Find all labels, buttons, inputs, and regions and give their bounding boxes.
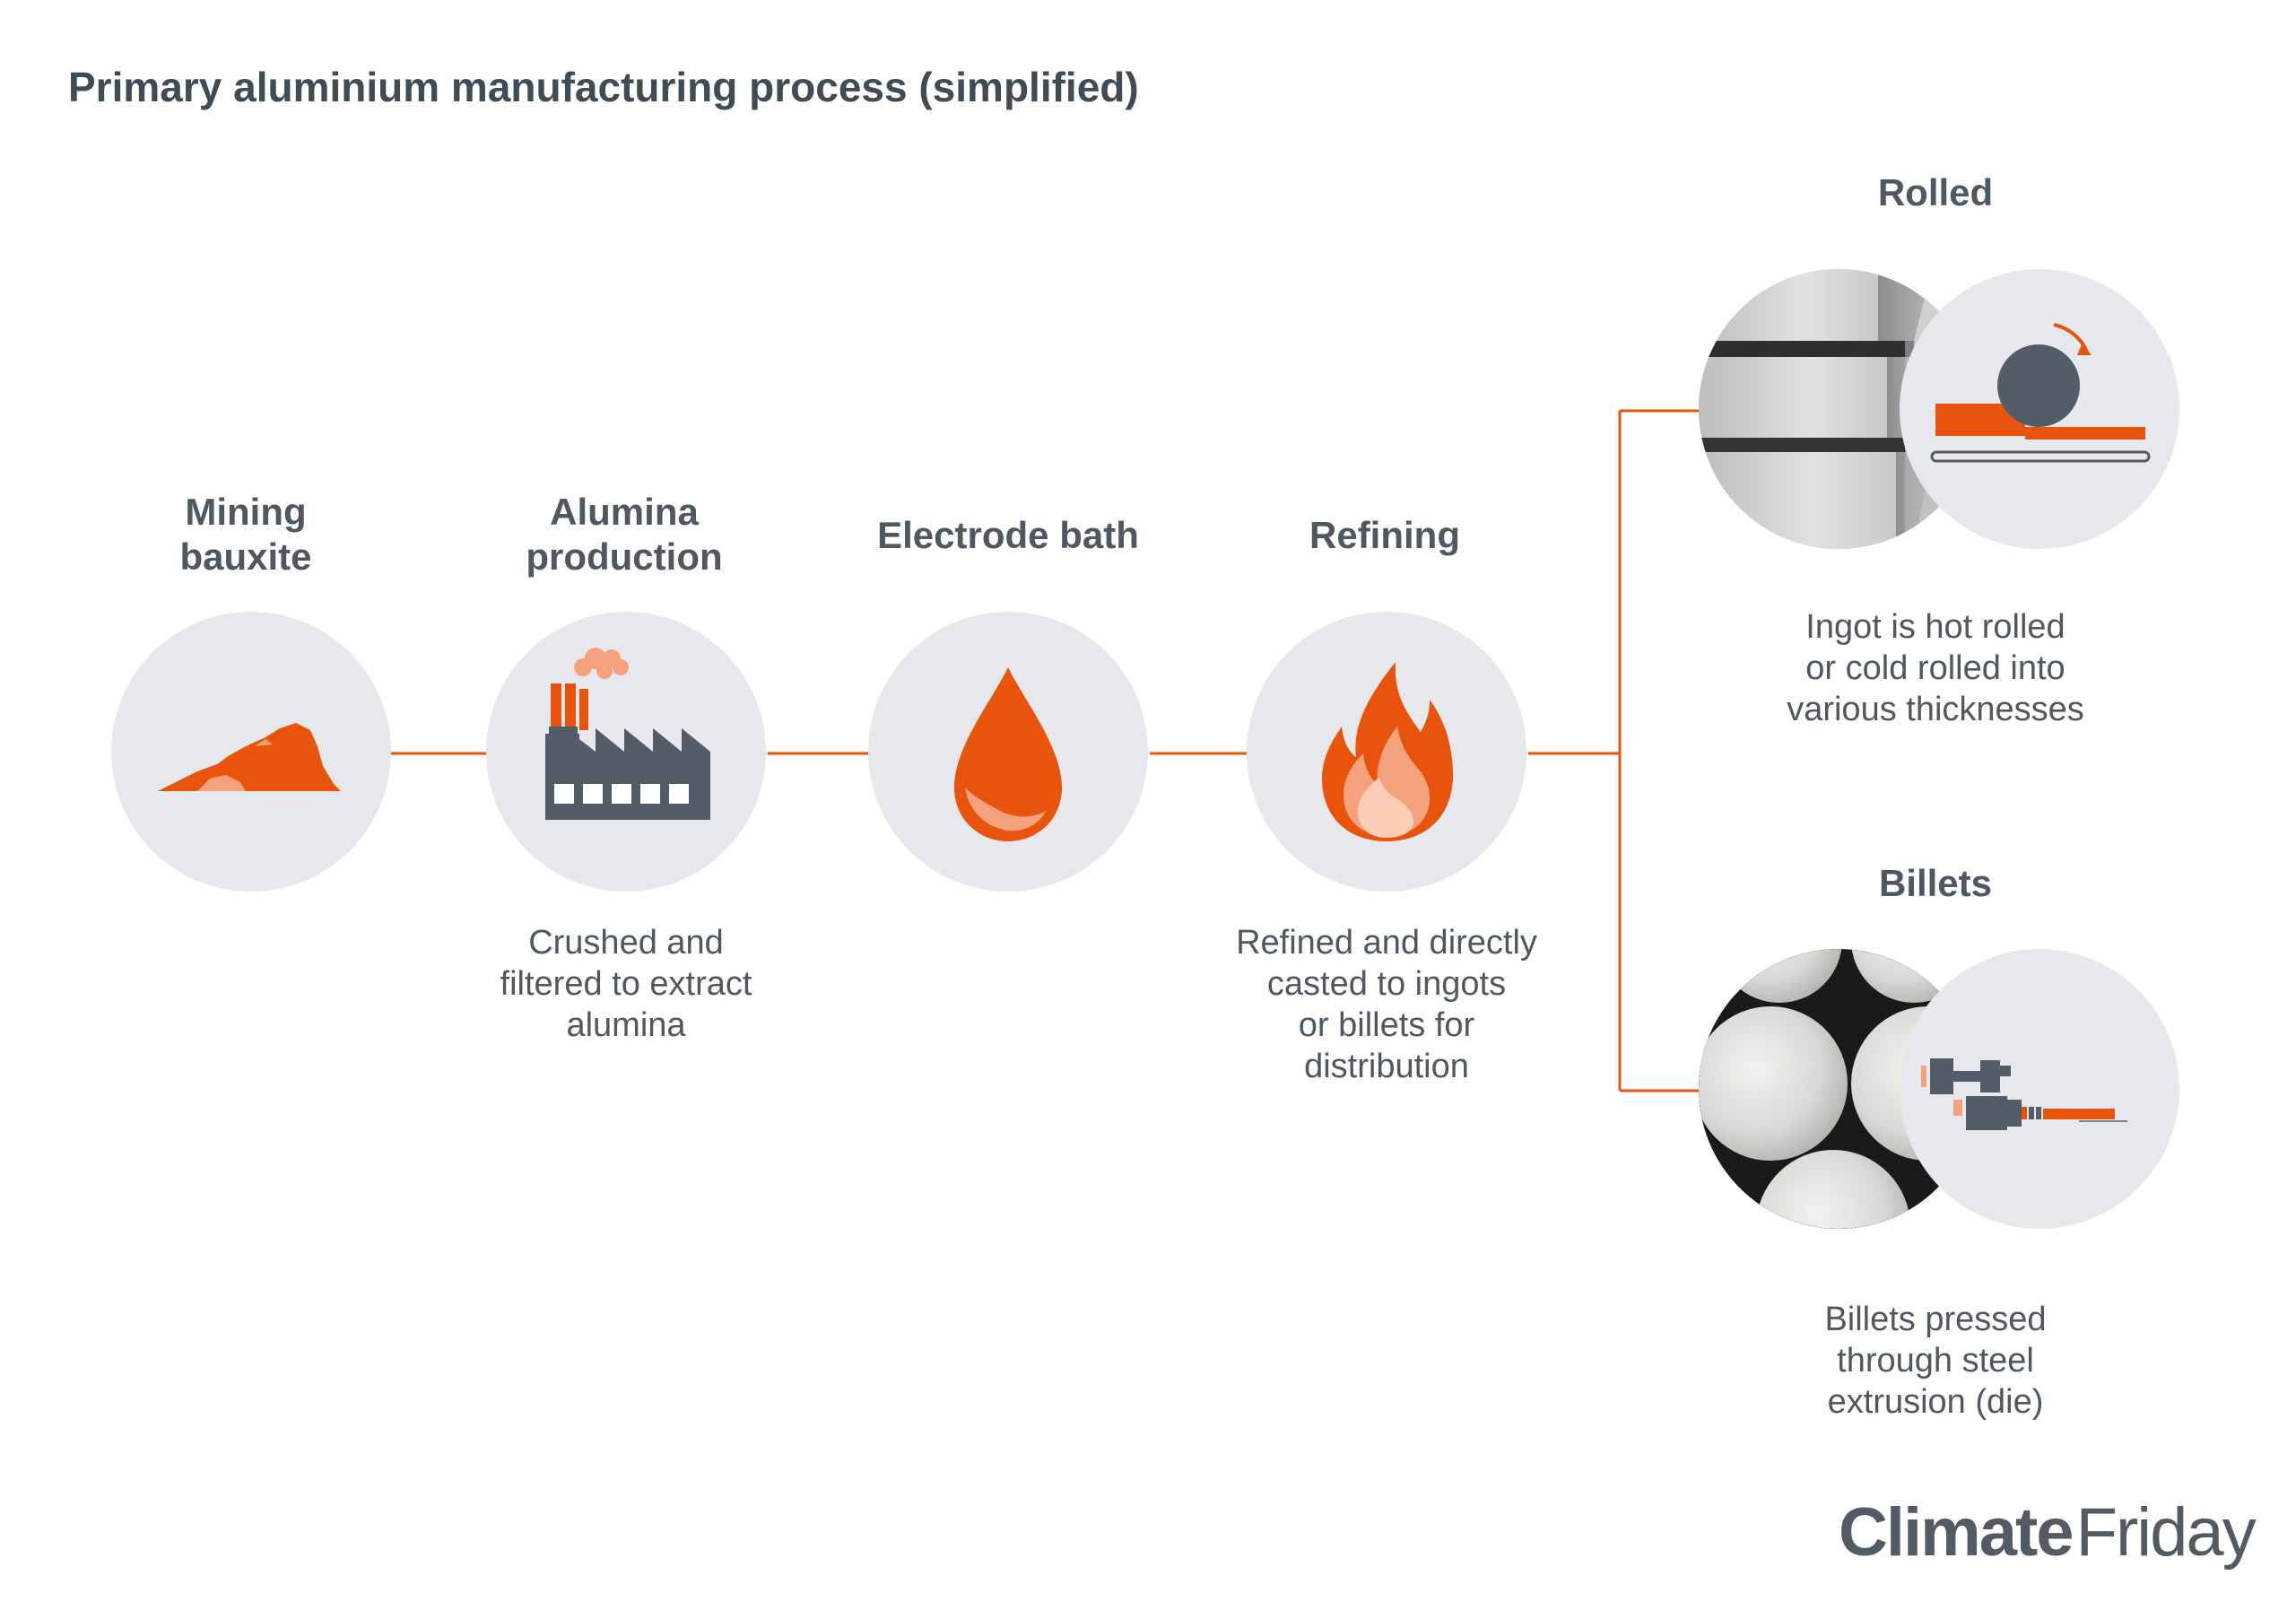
factory-icon — [545, 648, 710, 820]
step-node-alumina — [486, 612, 766, 892]
step-heading-electrode: Electrode bath — [877, 514, 1139, 556]
output-node-rolled — [1900, 269, 2179, 549]
flame-icon — [1322, 662, 1453, 841]
output-heading-rolled: Rolled — [1877, 171, 1994, 213]
output-heading-billets: Billets — [1878, 862, 1993, 904]
step-node-electrode — [868, 612, 1148, 892]
page-title: Primary aluminium manufacturing process … — [68, 64, 1139, 110]
step-node-refining — [1247, 612, 1526, 892]
step-node-mining — [111, 612, 391, 892]
extrusion-press-icon — [1921, 1058, 2127, 1130]
brand-logo: ClimateFriday — [1839, 1494, 2257, 1571]
rolling-mill-icon — [1930, 323, 2151, 463]
droplet-icon — [954, 667, 1062, 841]
step-heading-refining: Refining — [1309, 514, 1460, 556]
output-node-billets — [1900, 949, 2179, 1229]
bauxite-pile-icon — [158, 723, 341, 791]
